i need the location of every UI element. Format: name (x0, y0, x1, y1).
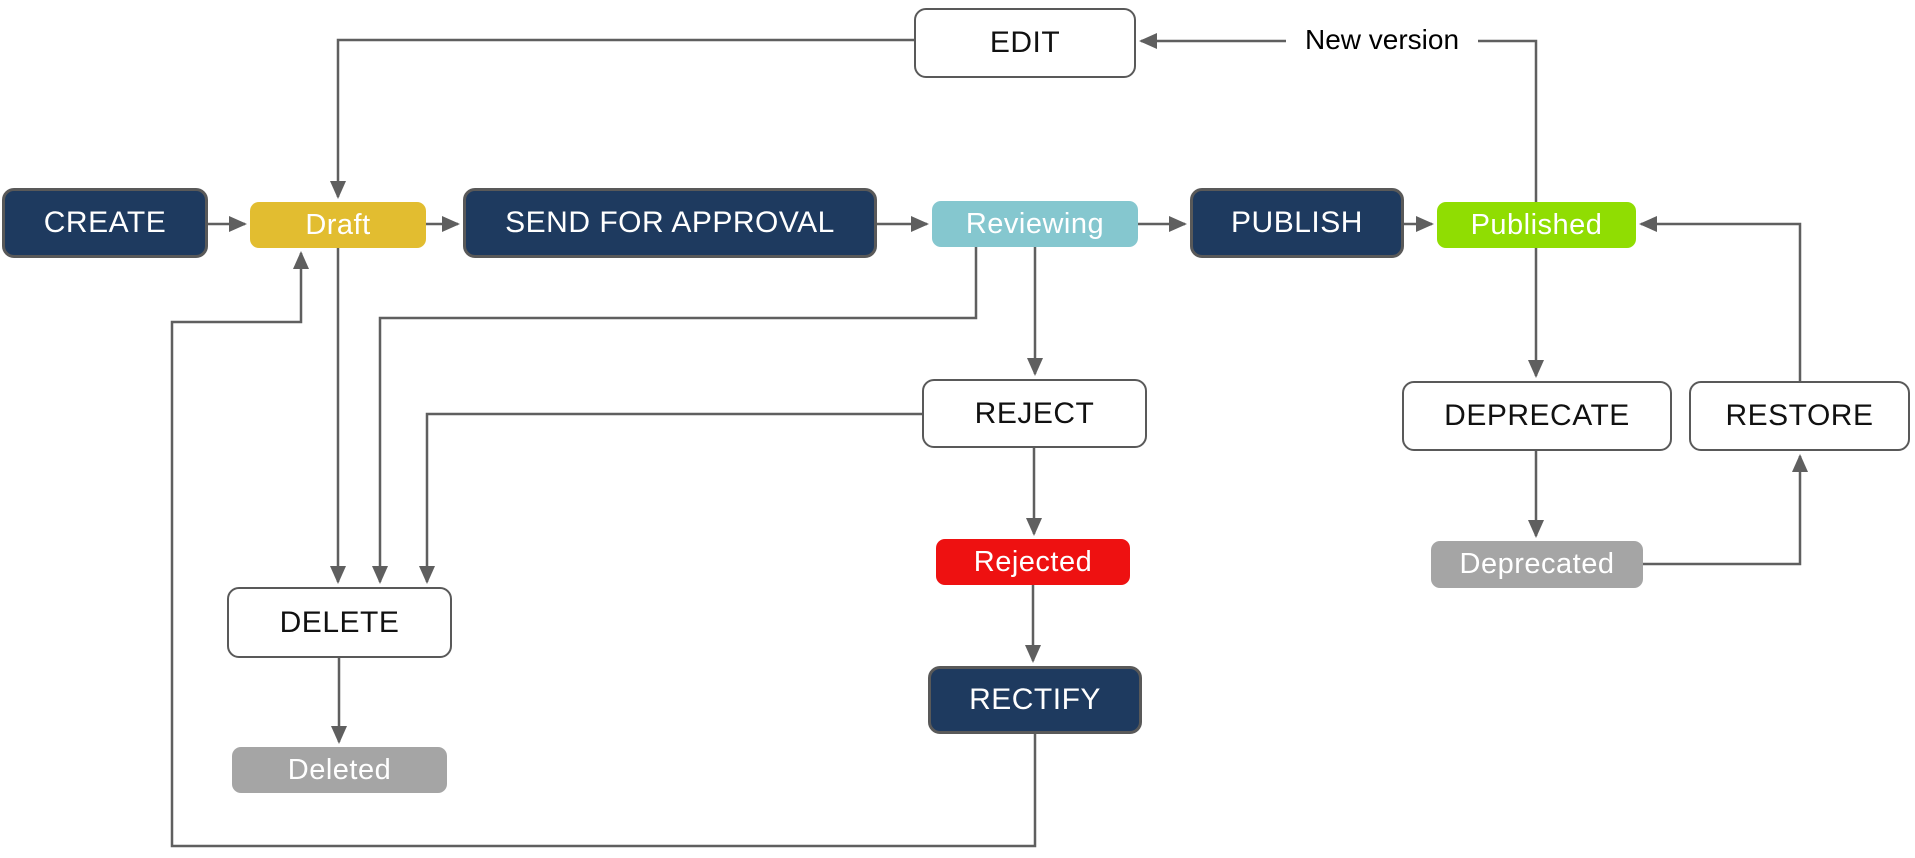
node-deprecate[interactable]: DEPRECATE (1402, 381, 1672, 451)
edge-reject-to-delete (419, 412, 922, 584)
edge-published-to-edit-new-version (1139, 33, 1538, 202)
node-deprecated[interactable]: Deprecated (1431, 541, 1643, 588)
edge-deprecated-to-restore (1643, 454, 1808, 566)
node-rejected[interactable]: Rejected (936, 539, 1130, 585)
edge-rectify-to-draft-loop (170, 251, 1037, 848)
edge-edit-to-draft (330, 38, 914, 199)
node-send-for-approval[interactable]: SEND FOR APPROVAL (463, 188, 877, 258)
node-deleted[interactable]: Deleted (232, 747, 447, 793)
edge-reviewing-to-delete (372, 247, 978, 584)
node-reviewing[interactable]: Reviewing (932, 201, 1138, 247)
node-publish[interactable]: PUBLISH (1190, 188, 1404, 258)
node-delete[interactable]: DELETE (227, 587, 452, 658)
edge-restore-to-published (1639, 216, 1802, 381)
node-rectify[interactable]: RECTIFY (928, 666, 1142, 734)
node-create[interactable]: CREATE (2, 188, 208, 258)
node-draft[interactable]: Draft (250, 202, 426, 248)
node-reject[interactable]: REJECT (922, 379, 1147, 448)
node-edit[interactable]: EDIT (914, 8, 1136, 78)
node-published[interactable]: Published (1437, 202, 1636, 248)
node-restore[interactable]: RESTORE (1689, 381, 1910, 451)
new-version-label: New version (1286, 23, 1478, 57)
